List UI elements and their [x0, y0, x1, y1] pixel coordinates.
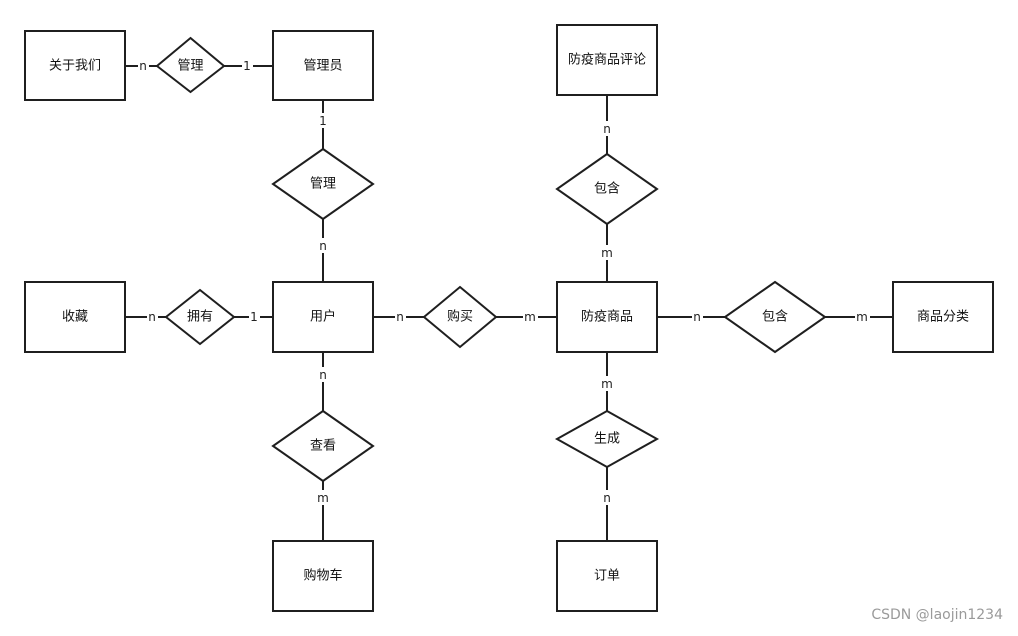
entity-label: 关于我们: [49, 59, 101, 74]
entity-favorite: 收藏: [24, 281, 126, 353]
relation-view: 查看: [271, 409, 375, 483]
entity-label: 购物车: [303, 568, 342, 584]
entity-cart: 购物车: [272, 540, 374, 612]
entity-product-review: 防疫商品评论: [556, 24, 658, 96]
cardinality-label: m: [601, 246, 613, 260]
cardinality-label: 1: [319, 114, 327, 128]
entity-label: 订单: [594, 569, 620, 584]
cardinality-label: n: [396, 310, 404, 324]
relation-contain-category: 包含: [723, 280, 827, 354]
entity-admin: 管理员: [272, 30, 374, 101]
relation-label: 购买: [447, 309, 473, 325]
entity-label: 收藏: [62, 310, 88, 325]
cardinality-label: n: [319, 239, 327, 253]
relation-own: 拥有: [164, 288, 236, 346]
relation-contain-review: 包含: [555, 152, 659, 226]
relation-label: 拥有: [187, 310, 213, 325]
relation-label: 包含: [594, 181, 620, 197]
cardinality-label: m: [524, 310, 536, 324]
relation-label: 生成: [594, 432, 620, 447]
relation-label: 管理: [310, 177, 336, 192]
entity-label: 商品分类: [917, 310, 969, 325]
cardinality-label: n: [603, 491, 611, 505]
entity-about-us: 关于我们: [24, 30, 126, 101]
relation-generate: 生成: [554, 409, 660, 469]
entity-label: 防疫商品评论: [568, 52, 646, 68]
relation-label: 管理: [177, 59, 203, 74]
relation-label: 查看: [310, 438, 336, 454]
relation-manage-user: 管理: [271, 147, 375, 221]
cardinality-label: 1: [243, 59, 251, 73]
entity-order: 订单: [556, 540, 658, 612]
entity-user: 用户: [272, 281, 374, 353]
cardinality-label: n: [603, 122, 611, 136]
cardinality-label: m: [317, 491, 329, 505]
entity-product: 防疫商品: [556, 281, 658, 353]
cardinality-label: 1: [250, 310, 258, 324]
cardinality-labels: n 1 1 n n 1 n m n m n m n m m n: [138, 58, 870, 505]
cardinality-label: n: [693, 310, 701, 324]
watermark: CSDN @laojin1234: [871, 607, 1003, 623]
cardinality-label: n: [319, 368, 327, 382]
cardinality-label: n: [139, 59, 147, 73]
entity-category: 商品分类: [892, 281, 994, 353]
entity-label: 防疫商品: [581, 309, 633, 325]
cardinality-label: n: [148, 310, 156, 324]
relation-label: 包含: [762, 309, 788, 325]
relation-buy: 购买: [422, 285, 498, 349]
entity-label: 管理员: [303, 59, 342, 74]
relation-manage-about: 管理: [155, 36, 226, 94]
cardinality-label: m: [856, 310, 868, 324]
entity-label: 用户: [310, 309, 336, 325]
cardinality-label: m: [601, 377, 613, 391]
